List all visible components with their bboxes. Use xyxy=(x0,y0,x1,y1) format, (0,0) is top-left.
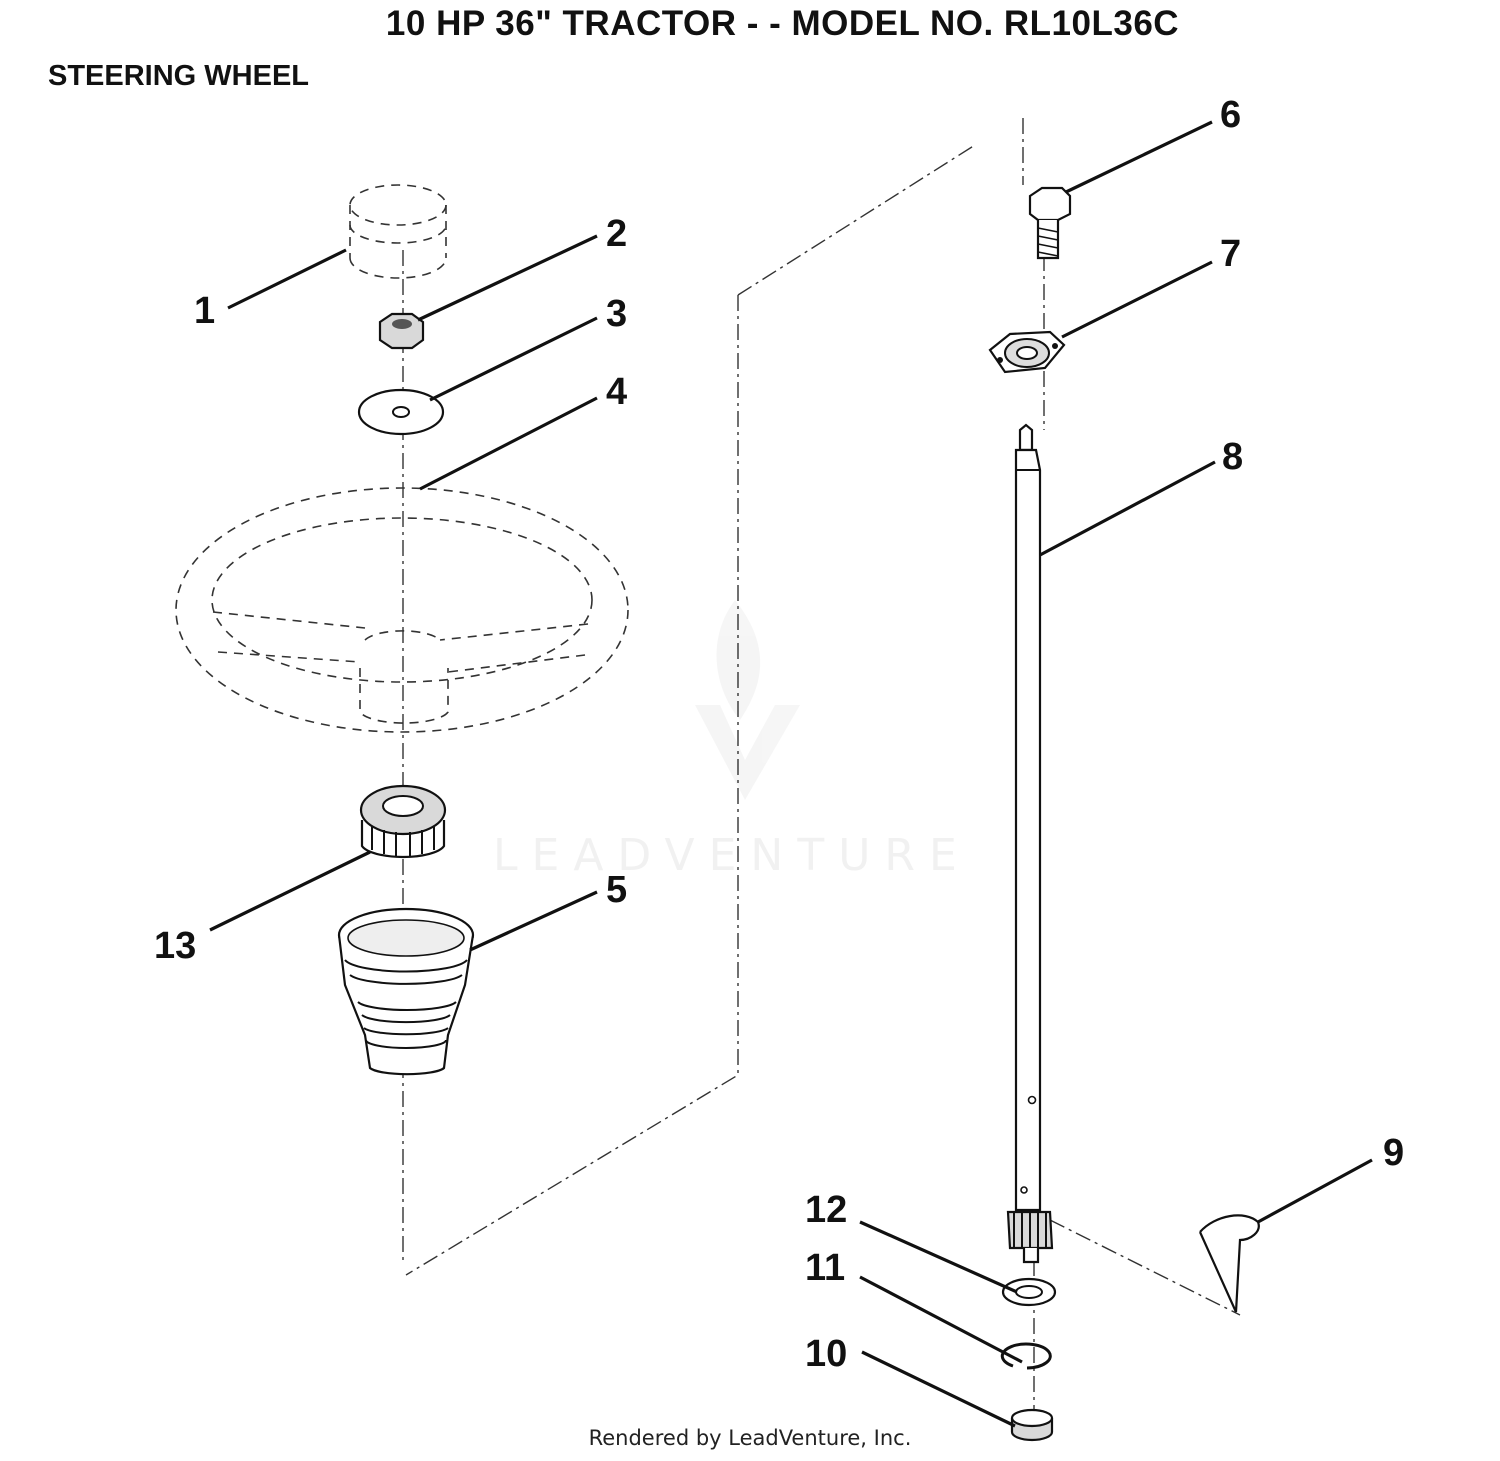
watermark-logo: LEADVENTURE xyxy=(493,600,971,881)
flange-bearing xyxy=(988,330,1066,374)
page-title: 10 HP 36" TRACTOR - - MODEL NO. RL10L36C xyxy=(385,4,1180,43)
hex-nut xyxy=(378,312,425,350)
watermark-text: LEADVENTURE xyxy=(493,830,971,881)
shaft-washer-hole xyxy=(1015,1285,1043,1299)
flat-washer xyxy=(357,388,445,436)
steering-wheel xyxy=(175,487,629,733)
retaining-ring xyxy=(1000,1342,1052,1370)
callout-8: 8 xyxy=(1222,436,1243,478)
callout-5: 5 xyxy=(606,869,627,911)
hex-bolt xyxy=(1028,186,1072,260)
cotter-pin xyxy=(1198,1214,1260,1313)
section-title: STEERING WHEEL xyxy=(48,60,310,92)
steering-adapter xyxy=(359,784,447,859)
steering-cap xyxy=(349,184,447,279)
callout-1: 1 xyxy=(194,290,215,332)
steering-bushing xyxy=(337,907,475,1076)
callout-numbers: 1 2 3 4 5 6 7 8 9 10 11 12 13 xyxy=(154,94,1404,1375)
callout-4: 4 xyxy=(606,371,627,413)
leader-lines xyxy=(209,120,1373,1428)
callout-9: 9 xyxy=(1383,1132,1404,1174)
callout-2: 2 xyxy=(606,213,627,255)
callout-7: 7 xyxy=(1220,233,1241,275)
callout-12: 12 xyxy=(805,1189,847,1231)
footer-credit: Rendered by LeadVenture, Inc. xyxy=(588,1426,912,1450)
callout-13: 13 xyxy=(154,925,196,967)
shaft-bushing xyxy=(1010,1408,1054,1442)
panel-outline xyxy=(405,118,1241,1316)
callout-3: 3 xyxy=(606,293,627,335)
callout-10: 10 xyxy=(805,1333,847,1375)
callout-11: 11 xyxy=(805,1247,845,1289)
callout-6: 6 xyxy=(1220,94,1241,136)
steering-shaft xyxy=(1006,423,1054,1264)
